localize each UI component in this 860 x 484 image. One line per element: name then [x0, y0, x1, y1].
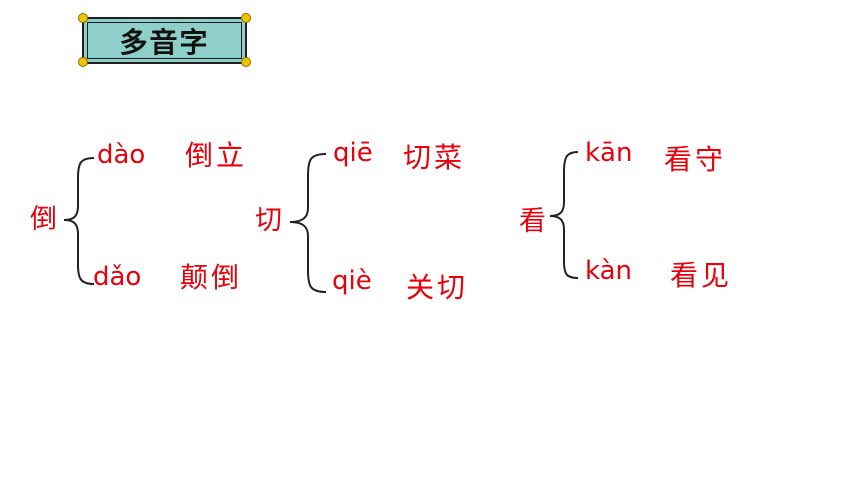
brace-icon — [63, 157, 95, 285]
pinyin-dao3: dǎo — [93, 262, 142, 292]
corner-dot-bottom-left — [78, 57, 88, 67]
pinyin-qie4: qiè — [332, 266, 372, 296]
word-daoli: 倒立 — [185, 139, 248, 172]
title-box: 多音字 — [82, 17, 247, 64]
pinyin-kan1: kān — [585, 138, 633, 168]
brace-icon — [289, 153, 327, 293]
corner-dot-top-right — [241, 13, 251, 23]
word-kanjian: 看见 — [670, 259, 733, 292]
char-kan: 看 — [519, 206, 546, 237]
page-title: 多音字 — [119, 25, 210, 59]
word-qiecai: 切菜 — [403, 141, 466, 174]
corner-dot-bottom-right — [241, 57, 251, 67]
char-dao: 倒 — [30, 204, 57, 235]
brace-icon — [549, 151, 579, 279]
char-qie: 切 — [255, 205, 282, 236]
word-guanqie: 关切 — [406, 271, 469, 304]
word-kanshou: 看守 — [664, 143, 727, 176]
pinyin-dao4: dào — [97, 140, 146, 170]
pinyin-qie1: qiē — [333, 138, 373, 168]
corner-dot-top-left — [78, 13, 88, 23]
word-diandao: 颠倒 — [180, 261, 243, 294]
pinyin-kan4: kàn — [585, 256, 633, 286]
title-inner-border — [87, 22, 242, 59]
